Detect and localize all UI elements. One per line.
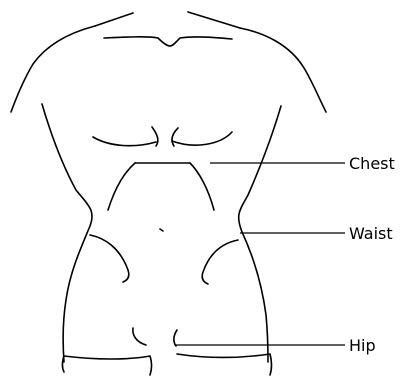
right-side: [239, 106, 281, 362]
right-leg-bottom: [177, 354, 272, 375]
navel: [160, 229, 163, 231]
chest-label: Chest: [349, 154, 395, 173]
right-groin: [174, 330, 177, 346]
left-pectoral: [93, 137, 156, 146]
waist-label: Waist: [349, 224, 393, 243]
left-neck-line: [95, 13, 133, 26]
right-hip-crease: [202, 240, 238, 284]
right-neck-line: [188, 12, 240, 28]
left-hip-crease: [90, 235, 129, 282]
torso-outline: [11, 12, 326, 375]
collarbone: [104, 37, 232, 46]
hip-label: Hip: [349, 336, 376, 355]
left-groin: [133, 328, 146, 345]
right-shoulder-arm: [240, 28, 326, 112]
left-shoulder-arm: [11, 26, 95, 112]
left-leg-outer: [63, 356, 65, 372]
right-pectoral: [172, 132, 232, 145]
left-ribcage: [108, 163, 135, 210]
left-leg-bottom: [64, 356, 152, 375]
right-ribcage: [190, 163, 214, 210]
left-side: [42, 104, 92, 362]
